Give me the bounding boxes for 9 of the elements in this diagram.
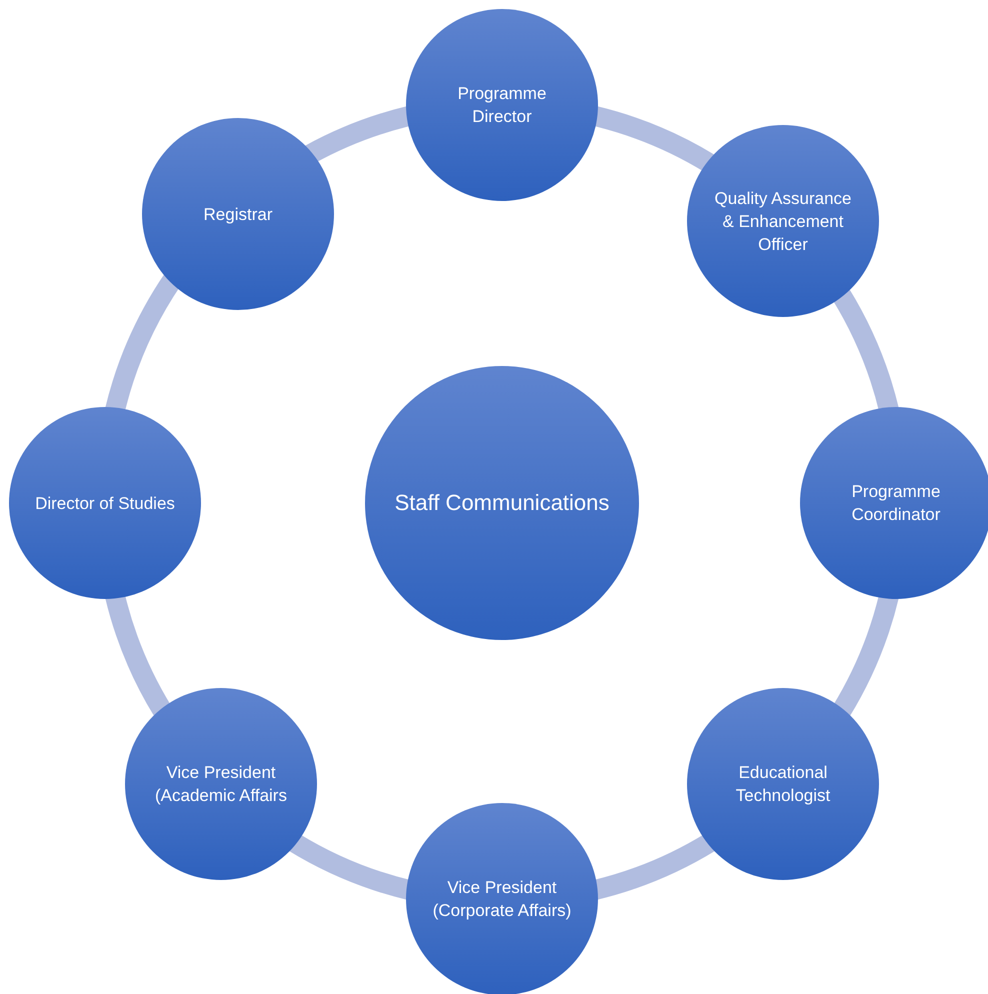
node-label: Director of Studies [35,492,175,514]
node-label: Programme Director [456,83,548,128]
node-label: Educational Technologist [734,762,832,807]
node-label: Vice President (Corporate Affairs) [432,877,572,922]
node-label: Staff Communications [394,489,610,517]
node-label: Programme Coordinator [850,481,942,526]
node-label: Registrar [204,204,272,226]
node-label: Vice President (Academic Affairs [154,762,288,807]
node-label: Quality Assurance & Enhancement Officer [713,188,852,256]
